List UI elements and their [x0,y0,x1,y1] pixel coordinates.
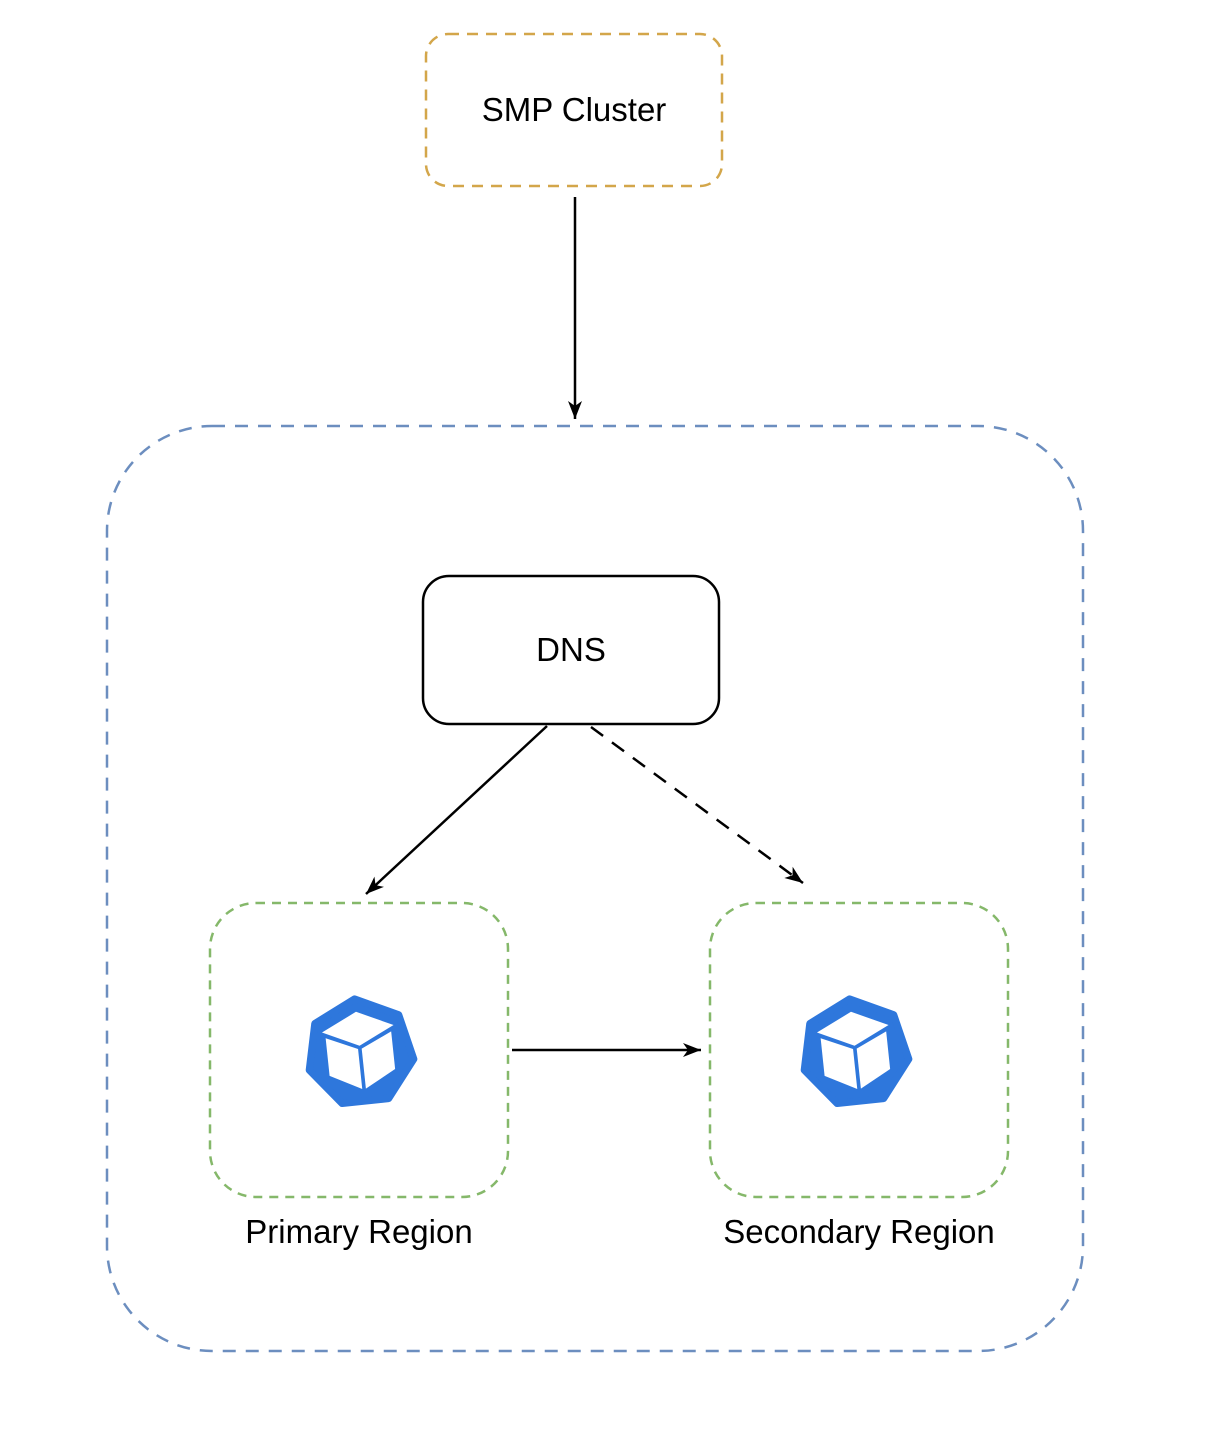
secondary-region-label: Secondary Region [723,1213,995,1250]
primary-region-label: Primary Region [245,1213,473,1250]
dns-node-outline [421,574,721,726]
primary-region-box-outline [208,901,510,1199]
edge-dns-to-secondary-region-dashed [590,725,804,885]
edge-dns-to-primary-region [365,725,548,895]
smp-cluster-node-outline [424,32,724,188]
workload-cube-icon [305,995,418,1108]
secondary-region-box-outline [708,901,1010,1199]
dns-label: DNS [536,631,606,669]
cloud-boundary-outline [105,424,1085,1353]
workload-cube-icon [800,995,913,1108]
smp-cluster-label: SMP Cluster [481,91,667,129]
